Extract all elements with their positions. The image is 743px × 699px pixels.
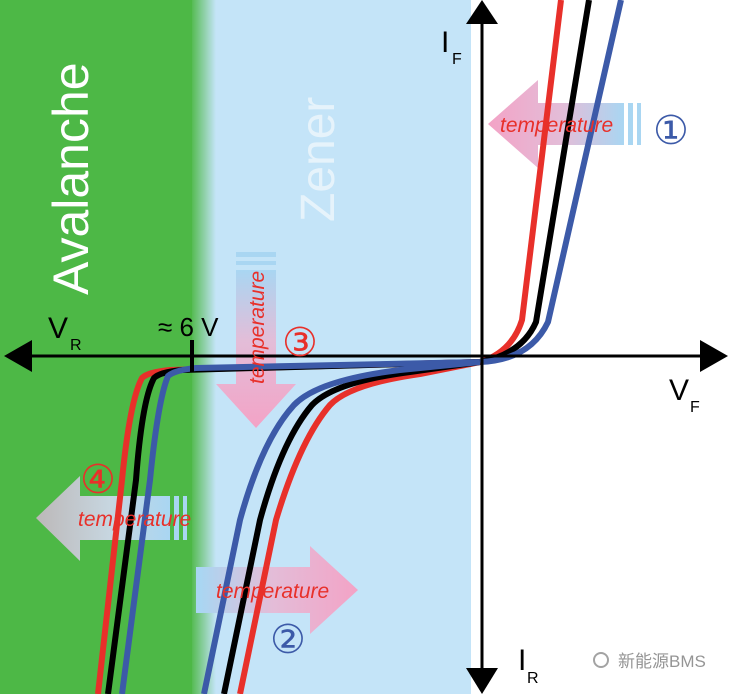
wechat-icon — [593, 652, 609, 668]
vf-arrowhead — [700, 340, 728, 372]
annotation-3-arrow — [216, 252, 296, 428]
annotation-4-text: temperature — [78, 508, 191, 531]
annotation-1-text: temperature — [500, 114, 613, 137]
curve-black — [105, 0, 592, 695]
curve-red — [95, 0, 564, 695]
annotation-3-number: ③ — [282, 321, 318, 365]
watermark-text: 新能源BMS — [618, 652, 706, 671]
vf-main: V — [669, 374, 689, 407]
zener-label: Zener — [292, 97, 345, 222]
threshold-label: ≈ 6 V — [158, 312, 219, 342]
if-axis-label: I F — [441, 26, 462, 68]
vf-axis-label: V F — [669, 374, 700, 416]
annotation-1-arrow — [488, 80, 641, 168]
ir-arrowhead — [466, 668, 498, 694]
annotation-3-text: temperature — [246, 271, 269, 384]
watermark: 新能源BMS — [593, 652, 706, 671]
if-arrowhead — [466, 0, 498, 24]
vr-main: V — [48, 312, 68, 345]
ir-axis-label: I R — [518, 644, 539, 687]
curve-red-reverse — [237, 359, 481, 695]
ir-main: I — [518, 644, 526, 677]
curve-black-reverse — [221, 359, 481, 695]
annotation-4-number: ④ — [80, 458, 116, 502]
vr-sub: R — [70, 337, 82, 354]
vr-axis-label: V R — [48, 312, 82, 354]
if-sub: F — [452, 51, 462, 68]
curve-blue-reverse — [201, 359, 481, 695]
curve-blue — [119, 0, 624, 695]
vf-sub: F — [690, 399, 700, 416]
vr-arrowhead — [4, 340, 32, 372]
if-main: I — [441, 26, 449, 59]
avalanche-label: Avalanche — [43, 62, 99, 295]
annotation-1-number: ① — [653, 109, 689, 153]
annotation-2-number: ② — [270, 618, 306, 662]
ir-sub: R — [527, 670, 539, 687]
annotation-2-text: temperature — [216, 580, 329, 603]
